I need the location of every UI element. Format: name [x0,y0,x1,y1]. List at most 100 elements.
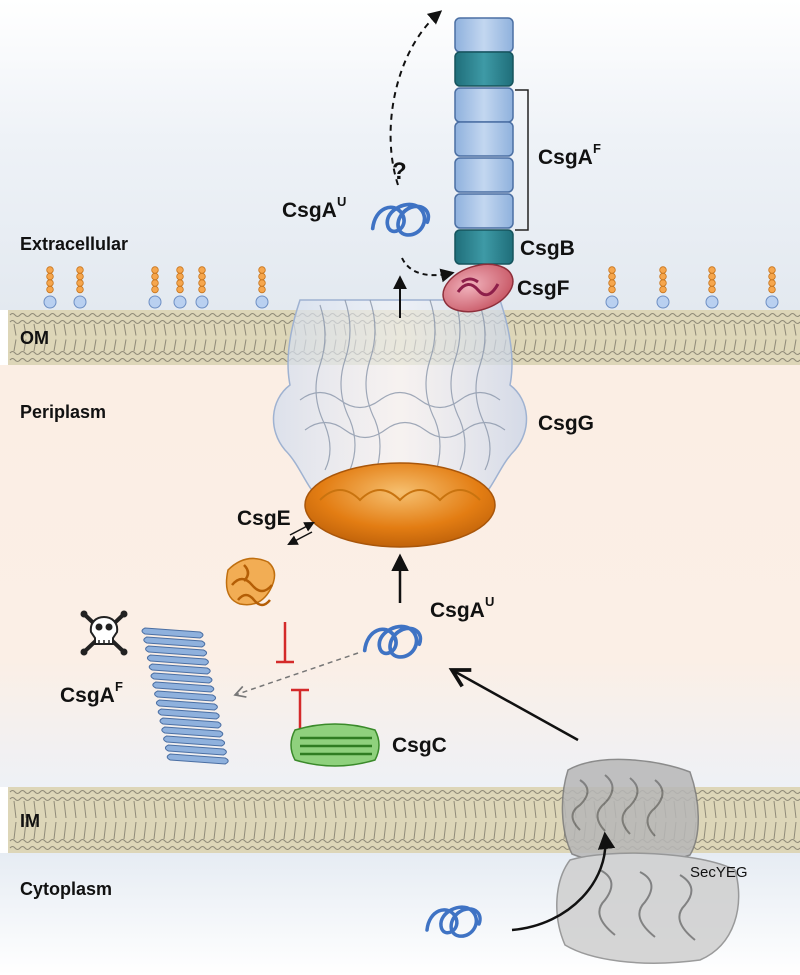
lipid-tail [193,323,197,336]
lipid-tail [23,339,27,352]
lipid-tail [253,821,257,840]
label-csga-u-mid: CsgA [430,599,485,622]
lipid-tail [243,323,247,336]
lipid-tail [753,323,757,336]
lipid-tail [333,800,337,819]
lipid-tail [773,821,777,840]
lipid-tail [553,339,557,352]
label-csga-f-fiber-sup: F [593,141,601,156]
lipid-tail [713,339,717,352]
lps-core [765,295,779,309]
lipid-tail [573,339,577,352]
lipid-tail [273,323,277,336]
lipid-tail [113,323,117,336]
label-csgc: CsgC [392,734,447,757]
lipid-tail [113,339,117,352]
label-im: IM [20,811,40,831]
lipid-tail [283,821,287,840]
beta-strand [161,726,224,738]
lps-sugar [659,272,667,281]
lipid-tail [513,821,517,840]
csge-cap [304,462,496,548]
label-extracellular: Extracellular [20,234,129,254]
lipid-tail [693,339,697,352]
lipid-tail [33,800,37,819]
lipid-tail [123,800,127,819]
lipid-tail [43,821,47,840]
lipid-tail [303,800,307,819]
lipid-tail [793,323,797,336]
lps-sugar [608,266,616,274]
lipid-tail [783,800,787,819]
lipid-tail [33,339,37,352]
beta-strand [154,690,217,702]
lipid-tail [133,339,137,352]
lipid-tail [373,800,377,819]
lipid-tail [633,323,637,336]
lipid-tail [773,800,777,819]
beta-strand [146,654,209,666]
beta-strand [141,627,204,639]
lps-sugar [659,266,667,274]
beta-strand [164,744,227,756]
lipid-tail [613,323,617,336]
lipid-tail [213,821,217,840]
lipid-tail [253,800,257,819]
lipid-tail [223,339,227,352]
lps-core [656,295,670,309]
lps-core [605,295,619,309]
lipid-tail [73,800,77,819]
lipid-tail [43,339,47,352]
lps-sugar [198,272,206,281]
lipid-tail [443,800,447,819]
lipid-tail [273,800,277,819]
lps-core [43,295,57,309]
lipid-tail [263,339,267,352]
lipid-tail [163,323,167,336]
lps-sugar [176,285,184,294]
lipid-tail [483,821,487,840]
lipid-tail [53,800,57,819]
lipid-tail [23,821,27,840]
lps-sugar [176,272,184,281]
lipid-tail [703,821,707,840]
csgb-subunit [454,51,514,87]
lipid-tail [183,800,187,819]
lipid-tail [753,821,757,840]
lps-sugar [151,272,159,281]
lipid-tail [13,821,17,840]
lipid-tail [293,821,297,840]
to-csgb-dashed-arrow [401,257,455,283]
csgf-protein [442,263,514,313]
lps-sugar [258,266,266,274]
beta-strand [150,672,213,684]
lipid-tail [723,323,727,336]
lps-sugar [151,279,159,287]
lipid-tail [643,339,647,352]
lipid-tail [113,800,117,819]
lps-molecules [43,266,779,309]
lipid-tail [153,339,157,352]
lipid-tail [573,323,577,336]
lipid-tail [73,323,77,336]
lipid-tail [763,339,767,352]
fiber-bracket [515,89,529,231]
lipid-tail [763,800,767,819]
lipid-tail [103,323,107,336]
lipid-tail [513,800,517,819]
lipid-tail [263,821,267,840]
lipid-tail [783,339,787,352]
lipid-tail [553,800,557,819]
lps-core [73,295,87,309]
lipid-tail [43,323,47,336]
lipid-tail [793,821,797,840]
lipid-tail [163,339,167,352]
lipid-tail [743,323,747,336]
lipid-tail [593,323,597,336]
lipid-tail [533,323,537,336]
lipid-tail [473,800,477,819]
lps-sugar [46,279,54,287]
label-csgg: CsgG [538,412,595,435]
csge-binding-arrow-1 [289,522,315,536]
lipid-tail [323,821,327,840]
